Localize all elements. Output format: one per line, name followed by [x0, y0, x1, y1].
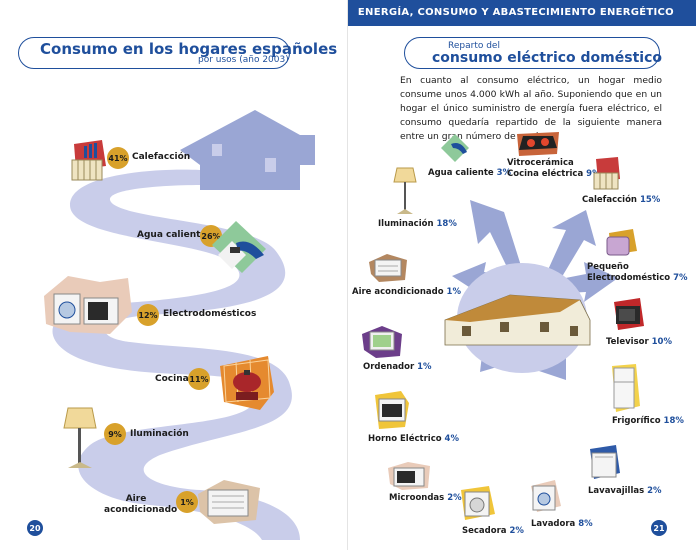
item-label: Frigorífico 18%: [612, 416, 684, 427]
hot-water-icon: [212, 221, 266, 273]
pct-value: 18%: [663, 416, 684, 426]
item-label: Lavadora 8%: [531, 519, 593, 530]
dryer-icon: [461, 486, 495, 520]
pct-value: 15%: [639, 195, 661, 205]
pct-badge: 9%: [104, 423, 126, 445]
pct-value: 3%: [496, 168, 512, 178]
pct-badge: 41%: [107, 147, 129, 169]
label-text: Lavavajillas: [588, 486, 645, 496]
floor-lamp-icon: [63, 407, 97, 468]
pct-value: 1%: [446, 287, 461, 297]
pct-value: 10%: [651, 337, 672, 347]
pct-value: 2%: [509, 526, 524, 536]
right-title-frame: [404, 37, 660, 69]
pct-value: 4%: [444, 434, 459, 444]
page-spine: [347, 0, 348, 550]
dishwasher-icon: [590, 445, 620, 479]
left-page-subtitle: por usos (año 2003): [198, 55, 289, 65]
item-label: Microondas 2%: [389, 493, 462, 504]
pct-value: 1%: [417, 362, 432, 372]
item-label: Cocina: [155, 374, 189, 384]
computer-icon: [362, 326, 402, 358]
label-text: Calefacción: [582, 195, 637, 205]
item-label: Lavavajillas 2%: [588, 486, 662, 497]
air-conditioner-icon: [369, 254, 407, 282]
cooking-pot-icon: [220, 356, 274, 410]
pct-badge: 1%: [176, 491, 198, 513]
pct-value: 8%: [578, 519, 593, 529]
left-page-title: Consumo en los hogares españoles: [40, 40, 338, 58]
floor-lamp-icon: [393, 167, 417, 214]
item-label: Televisor 10%: [606, 337, 672, 348]
label-line: Pequeño: [587, 262, 629, 272]
electric-oven-icon: [375, 391, 409, 429]
label-text: Iluminación: [378, 219, 434, 229]
pct-value: 18%: [436, 219, 457, 229]
item-label: Horno Eléctrico 4%: [368, 434, 459, 445]
appliances-icon: [44, 276, 132, 334]
label-text: Horno Eléctrico: [368, 434, 442, 444]
label-text: Agua caliente: [428, 168, 494, 178]
left-title-frame: [18, 37, 290, 69]
label-line: Aire: [125, 494, 147, 504]
pct-value: 2%: [647, 486, 662, 496]
label-line: acondicionado: [104, 505, 178, 515]
air-conditioner-icon: [198, 480, 260, 524]
label-text: Secadora: [462, 526, 507, 536]
label-text: Ordenador: [363, 362, 415, 372]
item-label: Agua caliente 3%: [428, 168, 511, 179]
item-label: Electrodomésticos: [163, 309, 257, 319]
pct-value: 2%: [447, 493, 462, 503]
cooktop-icon: [517, 132, 559, 156]
television-icon: [614, 298, 644, 330]
label-line: Electrodoméstico: [587, 273, 671, 283]
right-page-kicker: Reparto del: [448, 41, 500, 51]
item-label: Secadora 2%: [462, 526, 524, 537]
item-label: Calefacción 15%: [582, 195, 660, 206]
right-page-title: consumo eléctrico doméstico: [432, 50, 663, 66]
page-number-left: 20: [27, 520, 43, 536]
item-label: Iluminación: [130, 429, 189, 439]
pct-badge: 12%: [137, 304, 159, 326]
label-text: Microondas: [389, 493, 445, 503]
item-label: Calefacción: [132, 152, 191, 162]
item-label: Iluminación 18%: [378, 219, 457, 230]
microwave-icon: [388, 462, 430, 490]
refrigerator-icon: [612, 364, 640, 412]
water-heater-icon: [441, 134, 469, 162]
label-text: Frigorífico: [612, 416, 661, 426]
pct-value: 9%: [586, 169, 601, 179]
radiator-icon: [593, 157, 620, 190]
section-header: ENERGÍA, CONSUMO Y ABASTECIMIENTO ENERGÉ…: [357, 7, 674, 18]
label-line: Vitrocerámica: [507, 158, 574, 168]
pct-value: 7%: [673, 273, 688, 283]
label-text: Aire acondicionado: [352, 287, 444, 297]
item-label: Ordenador 1%: [363, 362, 432, 373]
item-label: Aire acondicionado 1%: [352, 287, 461, 298]
central-house: [444, 294, 591, 346]
label-line: Cocina eléctrica: [507, 169, 584, 179]
radiator-icon: [71, 140, 106, 181]
item-label: Agua caliente: [137, 230, 207, 240]
small-appliance-icon: [606, 229, 637, 256]
label-text: Lavadora: [531, 519, 576, 529]
page-number-right: 21: [651, 520, 667, 536]
label-text: Televisor: [606, 337, 649, 347]
pct-badge: 11%: [188, 368, 210, 390]
header-band: [348, 0, 696, 26]
washing-machine-icon: [531, 480, 561, 512]
house-silhouette: [180, 110, 315, 190]
intro-paragraph: En cuanto al consumo eléctrico, un hogar…: [400, 75, 662, 142]
